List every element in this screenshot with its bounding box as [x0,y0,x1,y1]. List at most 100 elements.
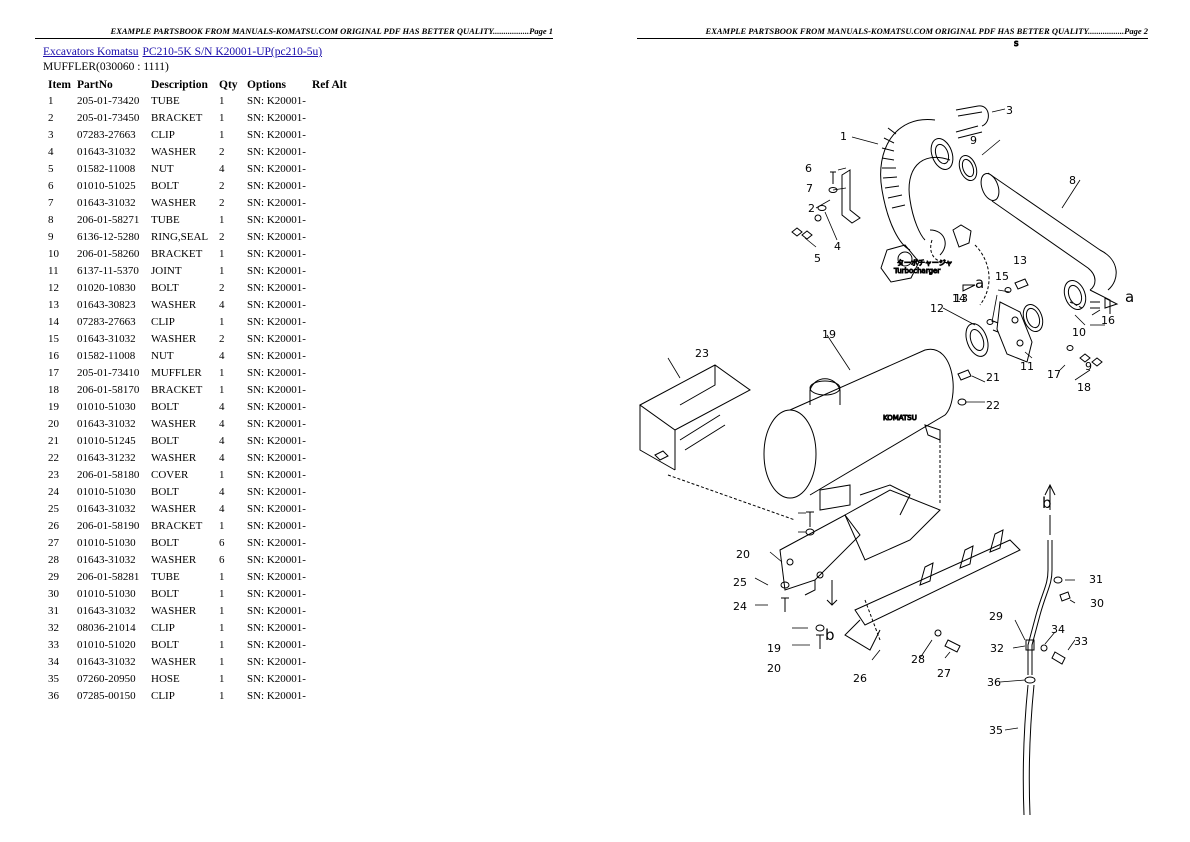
reference-letter-a: a [1125,288,1134,306]
cell-partno: 206-01-58170 [77,384,140,396]
cell-partno: 206-01-58271 [77,214,140,226]
cell-item: 17 [48,367,59,379]
cell-item: 29 [48,571,59,583]
cell-qty: 4 [219,503,225,515]
cell-ref-alt [309,518,355,535]
cell-qty: 1 [219,571,225,583]
callout-labels: 1234567899101112131314151617181919202021… [695,104,1134,737]
cell-description: BOLT [151,435,179,447]
cell-ref-alt [309,654,355,671]
cell-item: 10 [48,248,59,260]
cell-options: SN: K20001- [247,146,306,158]
cell-ref-alt [309,127,355,144]
cell-description: BRACKET [151,384,203,396]
cell-item: 32 [48,622,59,634]
cell-ref-alt [309,297,355,314]
cell-description: BRACKET [151,112,203,124]
cell-ref-alt [309,671,355,688]
cell-item: 34 [48,656,59,668]
cell-ref-alt [309,178,355,195]
cell-ref-alt [309,110,355,127]
page-title: MUFFLER(030060 : 1111) [43,61,169,73]
cell-options: SN: K20001- [247,248,306,260]
callout-15: 15 [995,270,1009,283]
cell-description: TUBE [151,571,180,583]
breadcrumb-link-model[interactable]: PC210-5K S/N K20001-UP(pc210-5u) [142,46,323,58]
cell-partno: 01020-10830 [77,282,136,294]
cell-qty: 1 [219,248,225,260]
callout-26: 26 [853,672,867,685]
cell-qty: 4 [219,452,225,464]
cell-options: SN: K20001- [247,588,306,600]
cell-qty: 4 [219,418,225,430]
cell-ref-alt [309,501,355,518]
callout-5: 5 [814,252,821,265]
cell-qty: 2 [219,282,225,294]
cell-ref-alt [309,348,355,365]
cell-partno: 01643-31032 [77,554,136,566]
cell-options: SN: K20001- [247,350,306,362]
cell-partno: 01643-31032 [77,656,136,668]
cell-item: 9 [48,231,54,243]
cell-ref-alt [309,161,355,178]
cell-options: SN: K20001- [247,554,306,566]
cell-description: CLIP [151,129,175,141]
callout-25: 25 [733,576,747,589]
cell-partno: 206-01-58180 [77,469,140,481]
cell-ref-alt [309,586,355,603]
cell-description: CLIP [151,622,175,634]
cell-partno: 01010-51030 [77,537,136,549]
cell-options: SN: K20001- [247,656,306,668]
cell-options: SN: K20001- [247,401,306,413]
cell-qty: 1 [219,367,225,379]
callout-11: 11 [1020,360,1034,373]
cell-options: SN: K20001- [247,214,306,226]
callout-18: 18 [1077,381,1091,394]
cell-qty: 1 [219,656,225,668]
callout-27: 27 [937,667,951,680]
cell-item: 31 [48,605,59,617]
callout-4: 4 [834,240,841,253]
muffler-exploded-diagram: S ターボチャージャ Turbocharger [639,40,1134,816]
cell-qty: 1 [219,690,225,702]
cell-ref-alt [309,399,355,416]
cell-description: CLIP [151,690,175,702]
cell-partno: 08036-21014 [77,622,136,634]
cell-qty: 4 [219,163,225,175]
cell-partno: 205-01-73420 [77,95,140,107]
cell-item: 14 [48,316,59,328]
cell-description: WASHER [151,146,197,158]
cell-ref-alt [309,535,355,552]
cell-qty: 6 [219,554,225,566]
cell-options: SN: K20001- [247,435,306,447]
cell-qty: 1 [219,95,225,107]
cell-qty: 1 [219,622,225,634]
cell-description: NUT [151,350,174,362]
cell-qty: 1 [219,384,225,396]
breadcrumb-link-category[interactable]: Excavators Komatsu [43,46,139,58]
cell-ref-alt [309,212,355,229]
callout-13: 13 [954,292,968,305]
cell-options: SN: K20001- [247,129,306,141]
bracket-2-drawing [791,169,861,240]
callout-31: 31 [1089,573,1103,586]
cell-item: 4 [48,146,54,158]
cell-qty: 4 [219,435,225,447]
callout-21: 21 [986,371,1000,384]
page-header-left: EXAMPLE PARTSBOOK FROM MANUALS-KOMATSU.C… [35,26,553,39]
cell-item: 36 [48,690,59,702]
cell-options: SN: K20001- [247,316,306,328]
